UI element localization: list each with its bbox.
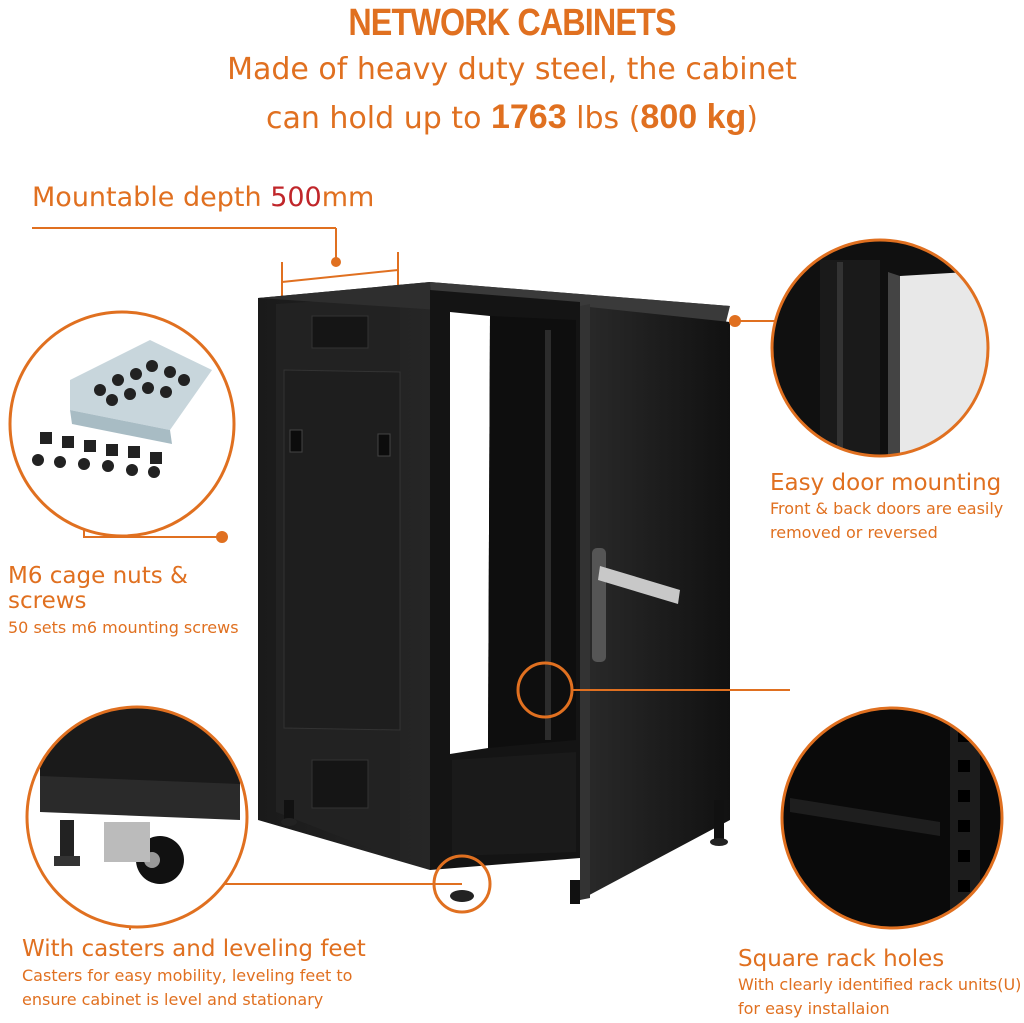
casters-photo (27, 707, 247, 927)
rack-holes-ring (780, 706, 1004, 930)
depth-text: Mountable depth (32, 182, 262, 213)
door-photo (772, 240, 988, 456)
close-paren: ) (746, 101, 758, 136)
depth-value: 500 (270, 182, 322, 213)
door-description: Front & back doors are easily removed or… (770, 499, 1004, 542)
depth-dimension (32, 227, 399, 296)
caster-highlight (432, 854, 492, 914)
cage-nuts-photo (10, 312, 234, 536)
rack-holes-description: With clearly identified rack units(U) fo… (738, 975, 1022, 1018)
cage-nuts-title: M6 cage nuts & screws (8, 563, 188, 614)
subtitle-line-2: can hold up to 1763 lbs (800 kg) (0, 98, 1024, 137)
page-title: NETWORK CABINETS (348, 2, 676, 44)
door-ring (770, 238, 990, 458)
door-title: Easy door mounting (770, 470, 1002, 496)
casters-ring (25, 705, 249, 929)
casters-title: With casters and leveling feet (22, 936, 366, 962)
unit-lbs: lbs ( (576, 101, 641, 136)
casters-description: Casters for easy mobility, leveling feet… (22, 966, 353, 1009)
cabinet-body (258, 282, 730, 904)
subtitle-pre: can hold up to (266, 101, 482, 136)
weight-lbs: 1763 (490, 98, 567, 136)
weight-kg: 800 kg (640, 98, 747, 136)
subtitle-line-1: Made of heavy duty steel, the cabinet (227, 52, 797, 87)
connector-dots (216, 315, 741, 543)
rack-holes-photo (782, 708, 1002, 928)
rack-holes-title: Square rack holes (738, 946, 945, 972)
depth-label: Mountable depth 500mm (32, 182, 374, 213)
cage-nuts-description: 50 sets m6 mounting screws (8, 618, 239, 637)
depth-unit: mm (321, 182, 375, 213)
cage-nuts-ring (8, 310, 236, 538)
rack-hole-highlight (516, 661, 574, 719)
